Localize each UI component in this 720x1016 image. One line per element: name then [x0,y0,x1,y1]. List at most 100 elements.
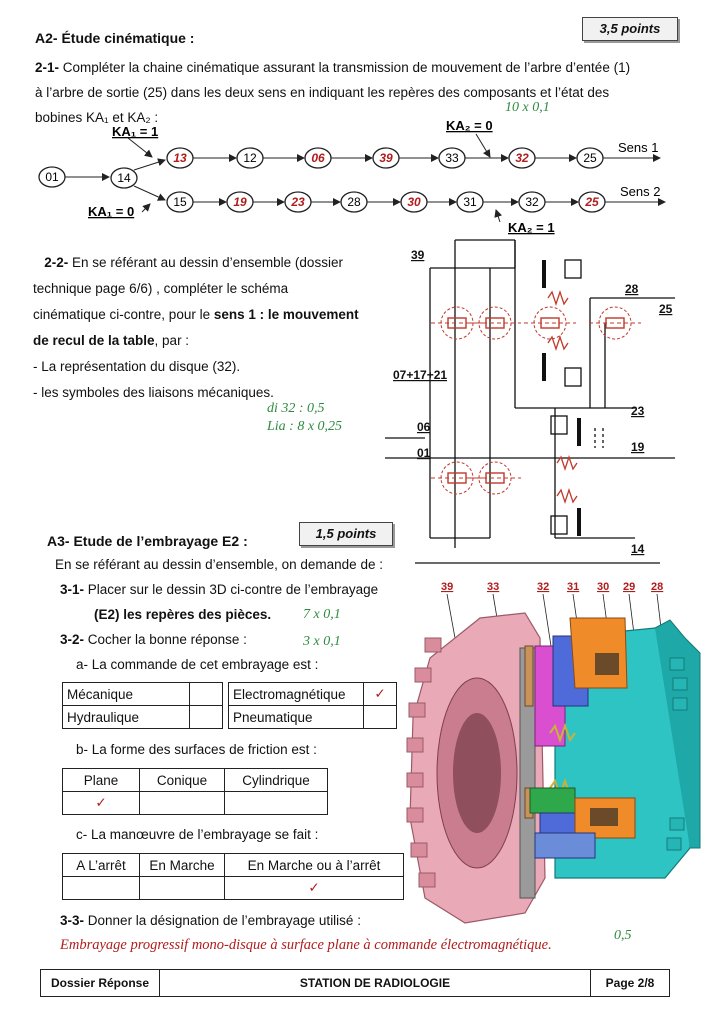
q33-text: Donner la désignation de l’embrayage uti… [87,913,361,928]
schema-label-06: 06 [417,420,431,434]
clutch-label-30: 30 [597,581,609,593]
chain-row2-node-5: 31 [463,195,477,209]
bearing-body-2 [540,317,560,329]
ka2-bottom-pointer [494,209,503,223]
q31-line2: (E2) les repères des pièces. [94,607,271,622]
q22-score1: di 32 : 0,5 [267,401,325,416]
chain-row2-node-6: 32 [525,195,539,209]
clutch-leader-32 [542,593,552,647]
checkbox-plane[interactable]: ✓ [62,791,140,815]
header-arret: A L’arrêt [62,853,140,877]
chain-row2-node-1: 19 [233,195,247,209]
q22-item2: - les symboles des liaisons mécaniques. [33,385,274,400]
q32-label: 3-2- [60,632,85,647]
schema-label-25: 25 [659,302,673,316]
schema-label-28: 28 [625,282,639,296]
question-b: b- La forme des surfaces de friction est… [76,742,317,757]
schema-label-39: 39 [411,248,425,262]
kinematic-schema: 39 28 25 07+17+21 23 06 01 19 14 [385,239,675,564]
q32-text: Cocher la bonne réponse : [87,632,247,647]
footer-right: Page 2/8 [605,976,655,990]
question-c: c- La manœuvre de l’embrayage se fait : [76,827,319,842]
checkbox-pneumatique[interactable] [363,705,397,729]
clutch-label-33: 33 [487,581,499,593]
chain-row2-node-3: 28 [347,195,361,209]
q21-paragraph: 2-1- Compléter la chaine cinématique ass… [35,55,685,130]
q31-label: 3-1- [60,582,85,597]
bearing-body-4 [447,472,467,484]
kinematic-chain: KA₁ = 1 KA₁ = 0 KA₂ = 0 KA₂ = 1 Sens 1 S… [38,118,666,235]
ka1-bottom-label: KA₁ = 0 [88,204,134,219]
option-hydraulique: Hydraulique [62,705,190,729]
a2-points-badge: 3,5 points [582,17,678,41]
clutch-label-28: 28 [651,581,663,593]
chain-row1-node-3: 39 [379,151,393,165]
header-marche: En Marche [139,853,225,877]
ka1-bottom-pointer [141,203,151,213]
chain-row1-node-5: 32 [515,151,529,165]
sens1-label: Sens 1 [618,140,658,155]
ka2-top-label: KA₂ = 0 [446,118,493,133]
table-a-right: Electromagnétique✓ Pneumatique [228,682,397,729]
footer-left: Dossier Réponse [41,970,160,996]
q32-line: 3-2- Cocher la bonne réponse : [60,632,247,647]
ka2-top-pointer [475,133,491,158]
q22-line4-bold: de recul de la table [33,333,155,348]
ka1-top-label: KA₁ = 1 [112,124,158,139]
sens2-label: Sens 2 [620,184,660,199]
table-c: A L’arrêt En Marche En Marche ou à l’arr… [62,853,404,900]
header-conique: Conique [139,768,225,792]
q31-text2: (E2) les repères des pièces. [94,607,272,622]
checkbox-hydraulique[interactable] [189,705,223,729]
clutch-label-39: 39 [441,581,453,593]
q33-label: 3-3- [60,913,85,928]
checkbox-mecanique[interactable] [189,682,223,706]
clutch-leader-39 [446,593,456,639]
q31-text: Placer sur le dessin 3D ci-contre de l’e… [87,582,379,597]
checkbox-electromagnetique[interactable]: ✓ [363,682,397,706]
schema-label-01: 01 [417,446,431,460]
q21-score: 10 x 0,1 [505,100,550,115]
checkbox-cylindrique[interactable] [224,791,328,815]
chain-arrow-hub-r2 [133,185,166,201]
chain-row2-node-4: 30 [407,195,421,209]
schema-label-23: 23 [631,404,645,418]
q33-line: 3-3- Donner la désignation de l’embrayag… [60,913,361,928]
header-plane: Plane [62,768,140,792]
q32-score: 3 x 0,1 [303,634,341,649]
clutch-label-32: 32 [537,581,549,593]
clutch-label-31: 31 [567,581,579,593]
ka1-top-pointer [127,137,153,158]
q22-line2: technique page 6/6) , compléter le schém… [33,281,289,296]
chain-node-start: 01 [45,170,59,184]
table-b: Plane Conique Cylindrique ✓ [62,768,328,815]
chain-arrow-hub-r1 [133,158,166,171]
clutch-label-29: 29 [623,581,635,593]
page-footer: Dossier Réponse STATION DE RADIOLOGIE Pa… [40,969,670,997]
chain-row1-node-6: 25 [583,151,597,165]
option-mecanique: Mécanique [62,682,190,706]
q22-line3: cinématique ci-contre, pour le [33,307,211,322]
checkbox-conique[interactable] [139,791,225,815]
chain-row2-node-0: 15 [173,195,187,209]
footer-center: STATION DE RADIOLOGIE [160,970,591,996]
a3-intro: En se référant au dessin d’ensemble, on … [55,557,383,572]
q33-answer: Embrayage progressif mono-disque à surfa… [60,937,552,953]
q22-item1: - La représentation du disque (32). [33,359,241,374]
q22-line4: , par : [154,333,190,348]
chain-row1-node-1: 12 [243,151,257,165]
option-pneumatique: Pneumatique [228,705,364,729]
checkbox-arret[interactable] [62,876,140,900]
checkbox-marche-ou-arret[interactable]: ✓ [224,876,404,900]
q21-line2: à l’arbre de sortie (25) dans les deux s… [35,85,610,100]
question-a: a- La commande de cet embrayage est : [76,657,319,672]
checkbox-marche[interactable] [139,876,225,900]
q22-paragraph: 2-2- En se référant au dessin d’ensemble… [33,250,403,406]
q22-line1: En se référant au dessin d’ensemble (dos… [72,255,343,270]
chain-row2-node-7: 25 [584,195,599,209]
q21-label: 2-1- [35,60,60,75]
chain-node-hub: 14 [117,171,131,185]
q31-score: 7 x 0,1 [303,607,341,622]
bearing-body-3 [605,317,625,329]
chain-row1-node-0: 13 [173,151,187,165]
